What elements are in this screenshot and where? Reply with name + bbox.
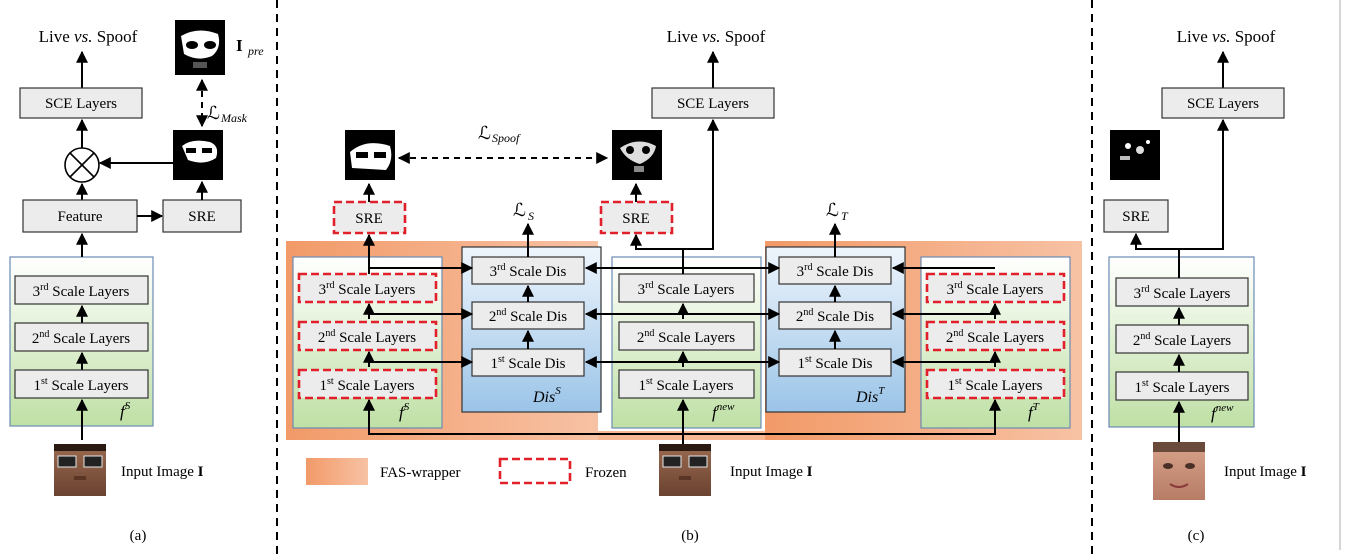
- a-input-face-image: [54, 444, 106, 496]
- b-dis-t-scale2-label: 2nd Scale Dis: [796, 307, 874, 325]
- a-prior-mask-image: [175, 20, 225, 75]
- b-src-scale1-label: 1st Scale Layers: [320, 376, 415, 394]
- b-l-spoof-sub: Spoof: [492, 131, 521, 145]
- a-i-pre-symbol: I: [236, 36, 243, 55]
- b-l-t-sub: T: [841, 209, 849, 223]
- b-l-s-symbol: ℒ: [513, 200, 526, 220]
- b-l-t-symbol: ℒ: [826, 200, 839, 220]
- legend-fas-wrapper-swatch: [306, 458, 368, 485]
- c-input-image-label: Input Image I: [1224, 464, 1307, 480]
- b-src-scale3-label: 3rd Scale Layers: [319, 280, 416, 298]
- a-sce-layers-box: [19, 87, 143, 119]
- b-src-scale2-frozen-box: [297, 320, 438, 352]
- a-scale3-label: 3rd Scale Layers: [33, 282, 130, 300]
- b-new-scale1-label: 1st Scale Layers: [639, 376, 734, 394]
- c-mask-image: [1110, 130, 1160, 180]
- panel-a: Live vs. Spoof SCE Layers Feature SRE: [9, 20, 264, 544]
- c-input-face-image: [1153, 442, 1205, 500]
- b-sre-target-label: SRE: [622, 211, 650, 227]
- a-l-mask-sub: Mask: [220, 111, 248, 125]
- a-scale2-box: [14, 322, 149, 352]
- c-scale2-label: 2nd Scale Layers: [1133, 331, 1231, 349]
- a-f-label: fS: [120, 400, 131, 421]
- b-dis-t-label: DisT: [855, 385, 885, 406]
- b-sre-target-frozen-box: [599, 200, 674, 235]
- b-dis-t-scale2-box: [778, 301, 892, 330]
- legend-frozen-swatch: [498, 457, 572, 485]
- a-sre-label: SRE: [188, 209, 216, 225]
- a-live-vs-spoof: Live vs. Spoof: [39, 27, 138, 46]
- a-sce-layers-label: SCE Layers: [45, 96, 117, 112]
- b-f-t-label: fT: [1028, 401, 1040, 422]
- b-target-mask-image: [612, 130, 662, 180]
- b-tgt-scale1-frozen-box: [925, 368, 1066, 400]
- b-dis-t-scale3-label: 3rd Scale Dis: [797, 262, 874, 280]
- b-l-s-sub: S: [528, 209, 534, 223]
- caption-a: (a): [130, 528, 147, 544]
- caption-c: (c): [1188, 528, 1205, 544]
- b-dis-s-label: DisS: [532, 385, 561, 406]
- a-l-mask-symbol: ℒ: [207, 103, 220, 123]
- b-tgt-scale1-label: 1st Scale Layers: [948, 376, 1043, 394]
- a-predicted-mask-image: [173, 130, 223, 180]
- c-scale3-box: [1115, 277, 1249, 307]
- b-dis-s-scale1-label: 1st Scale Dis: [491, 354, 566, 372]
- b-new-scale1-box: [618, 369, 755, 399]
- b-tgt-scale3-frozen-box: [925, 272, 1066, 304]
- c-scale2-box: [1115, 324, 1249, 354]
- b-sre-source-frozen-box: [332, 200, 407, 235]
- c-f-new-label: fnew: [1211, 402, 1234, 423]
- b-src-scale1-frozen-box: [297, 368, 438, 400]
- b-input-image-label: Input Image I: [730, 464, 813, 480]
- b-new-scale2-label: 2nd Scale Layers: [637, 328, 735, 346]
- c-scale3-label: 3rd Scale Layers: [1134, 284, 1231, 302]
- panel-c: Live vs. Spoof SCE Layers SRE 3rd Scale …: [1103, 27, 1307, 544]
- b-new-scale3-box: [618, 273, 755, 303]
- b-sre-source-label: SRE: [355, 211, 383, 227]
- b-dis-t-scale1-label: 1st Scale Dis: [798, 354, 873, 372]
- b-tgt-scale2-label: 2nd Scale Layers: [946, 328, 1044, 346]
- b-new-scale3-label: 3rd Scale Layers: [638, 280, 735, 298]
- c-live-vs-spoof: Live vs. Spoof: [1177, 27, 1276, 46]
- b-dis-t-scale1-box: [778, 348, 892, 377]
- b-input-face-image: [659, 444, 711, 496]
- c-scale1-box: [1115, 371, 1249, 401]
- b-tgt-scale3-label: 3rd Scale Layers: [947, 280, 1044, 298]
- b-dis-t-scale3-box: [778, 256, 892, 285]
- b-f-new-label: fnew: [712, 401, 735, 422]
- b-dis-s-scale3-label: 3rd Scale Dis: [490, 262, 567, 280]
- c-sce-layers-label: SCE Layers: [1187, 96, 1259, 112]
- b-src-scale2-label: 2nd Scale Layers: [318, 328, 416, 346]
- a-scale1-label: 1st Scale Layers: [34, 376, 129, 394]
- c-sre-label: SRE: [1122, 209, 1150, 225]
- b-source-mask-image: [345, 130, 395, 180]
- b-dis-s-scale2-box: [471, 301, 585, 330]
- b-live-vs-spoof: Live vs. Spoof: [667, 27, 766, 46]
- caption-b: (b): [681, 528, 699, 544]
- c-scale1-label: 1st Scale Layers: [1135, 378, 1230, 396]
- a-scale1-box: [14, 369, 149, 399]
- c-sre-box: [1103, 199, 1169, 233]
- a-scale2-label: 2nd Scale Layers: [32, 329, 130, 347]
- b-src-scale3-frozen-box: [297, 272, 438, 304]
- b-dis-s-scale2-label: 2nd Scale Dis: [489, 307, 567, 325]
- a-i-pre-sub: pre: [247, 44, 264, 58]
- b-l-spoof-symbol: ℒ: [478, 123, 491, 143]
- b-sce-layers-label: SCE Layers: [677, 96, 749, 112]
- legend-fas-wrapper-label: FAS-wrapper: [380, 465, 461, 481]
- b-tgt-scale2-frozen-box: [925, 320, 1066, 352]
- c-sce-layers-box: [1161, 87, 1285, 119]
- b-f-s-label: fS: [399, 401, 410, 422]
- legend-frozen-label: Frozen: [585, 465, 627, 481]
- panel-b: Live vs. Spoof SCE Layers ℒ Spoof SRE SR…: [286, 27, 1082, 544]
- b-new-scale2-box: [618, 321, 755, 351]
- a-feature-label: Feature: [58, 209, 103, 225]
- b-sce-layers-box: [651, 87, 775, 119]
- a-scale3-box: [14, 275, 149, 305]
- a-input-image-label: Input Image I: [121, 464, 204, 480]
